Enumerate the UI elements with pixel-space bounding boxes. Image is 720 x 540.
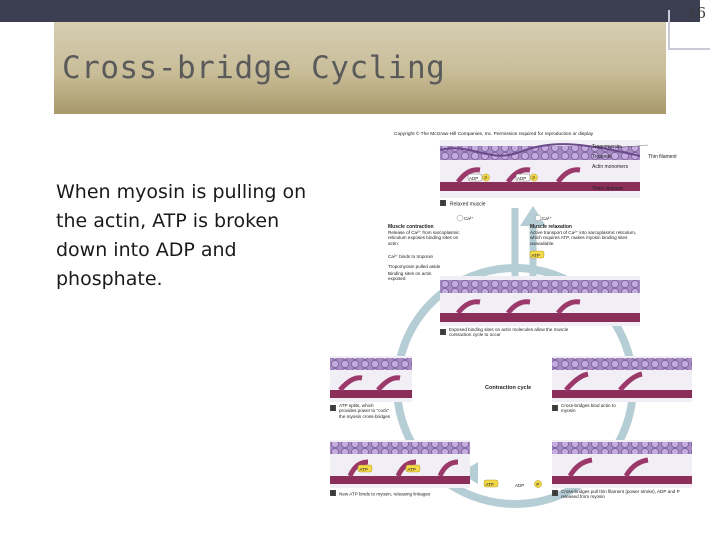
muscle-contraction-description: Release of Ca²⁺ from sarcoplasmic reticu…	[388, 230, 460, 246]
label-actin-monomers: Actin monomers	[592, 164, 629, 170]
step-2-panel: 2 Exposed binding sites on actin molecul…	[440, 276, 640, 338]
step-number: 6	[332, 406, 335, 412]
slide-number: 16	[686, 4, 706, 22]
chip-p: P	[536, 482, 539, 487]
chip-atp: ATP	[486, 482, 494, 487]
top-bar	[0, 0, 700, 22]
label-step-6: ATP splits, which provides power to "coc…	[339, 403, 391, 419]
label-thick-filament: Thick filament	[592, 186, 623, 192]
chip-atp: ATP	[532, 253, 540, 258]
chip-adp: ADP	[517, 176, 526, 181]
label-tropomyosin-pulled: Tropomyosin pulled aside	[388, 264, 441, 269]
step-number: 3	[554, 406, 557, 412]
label-step-3: Cross-bridges bind actin to myosin	[561, 403, 616, 414]
chip-ca: Ca²⁺	[464, 216, 474, 221]
label-relaxed-muscle: Relaxed muscle	[450, 202, 486, 208]
label-tropomyosin: Tropomyosin	[592, 144, 621, 150]
label-muscle-relaxation: Muscle relaxation	[530, 224, 572, 230]
chip-p: P	[484, 175, 487, 180]
label-contraction-cycle: Contraction cycle	[485, 385, 531, 391]
cross-bridge-cycle-diagram: Copyright © The McGraw-Hill Companies, I…	[330, 130, 692, 508]
chip-p: P	[532, 175, 535, 180]
chip-adp: ADP	[469, 176, 478, 181]
title-bar: Cross-bridge Cycling	[54, 22, 666, 114]
step-6-panel: 6 ATP splits, which provides power to "c…	[330, 356, 412, 419]
muscle-relaxation-description: Active transport of Ca²⁺ into sarcoplasm…	[530, 230, 637, 246]
step-3-panel: 3 Cross-bridges bind actin to myosin	[552, 356, 692, 414]
copyright-text: Copyright © The McGraw-Hill Companies, I…	[394, 130, 594, 137]
step-number: 1	[442, 201, 445, 207]
step-number: 2	[442, 330, 445, 336]
chip-atp: ATP	[408, 467, 416, 472]
step-5-panel: ATP ATP 5 New ATP binds to myosin, relea…	[330, 440, 470, 497]
tropomyosin-strand	[439, 143, 641, 157]
relaxed-muscle-panel: ADP P ADP P 1 Relaxed muscle	[439, 140, 641, 208]
label-step-2: Exposed binding sites on actin molecules…	[449, 327, 569, 338]
label-muscle-contraction: Muscle contraction	[388, 224, 434, 230]
label-step-4: Cross-bridges pull thin filament (power …	[561, 489, 680, 500]
step-number: 5	[332, 491, 335, 497]
label-ca-binds: Ca²⁺ binds to troponin	[388, 254, 434, 259]
body-text: When myosin is pulling on the actin, ATP…	[56, 181, 307, 290]
label-troponin: Troponin	[592, 154, 612, 160]
label-thin-filament: Thin filament	[648, 154, 677, 160]
thin-filament	[440, 146, 640, 160]
chip-ca: Ca²⁺	[542, 216, 552, 221]
relaxation-arrowhead	[520, 206, 546, 226]
top-bar-accent	[668, 10, 710, 50]
slide-title: Cross-bridge Cycling	[62, 50, 446, 86]
step-number: 4	[554, 491, 557, 497]
chip-atp: ATP	[360, 467, 368, 472]
step-4-panel: 4 Cross-bridges pull thin filament (powe…	[552, 440, 692, 500]
thick-filament	[440, 182, 640, 191]
label-step-5: New ATP binds to myosin, releasing linka…	[339, 492, 431, 497]
chip-adp: ADP	[515, 483, 524, 488]
label-binding-sites-exposed: Binding sites on actin exposed	[388, 271, 432, 282]
